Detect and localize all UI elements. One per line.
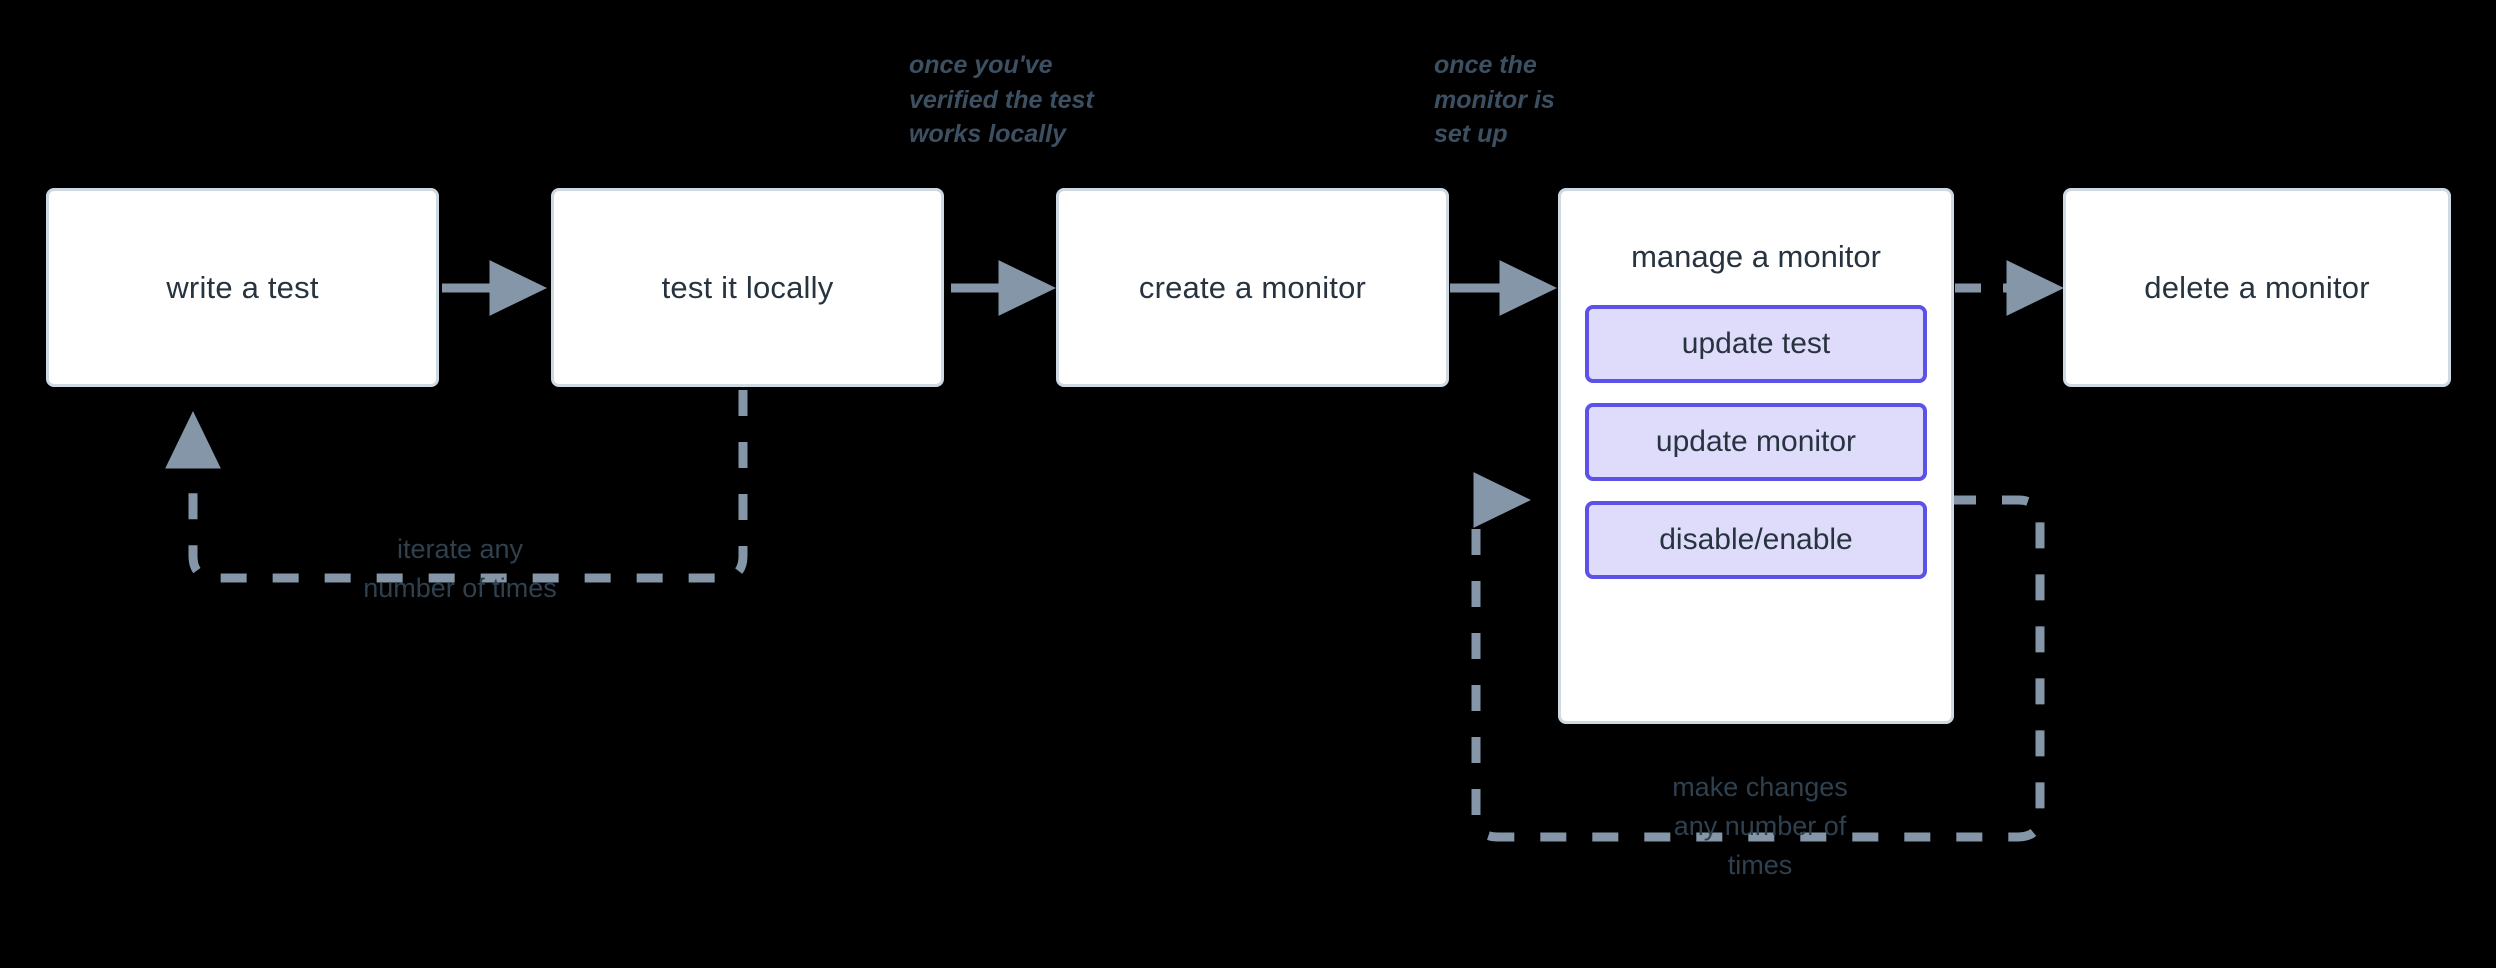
node-manage-a-monitor[interactable]: manage a monitor update test update moni… (1558, 188, 1954, 724)
caption-make-changes-any-number-of-times: make changes any number of times (1672, 772, 1848, 881)
note-once-monitor-set-up: once the monitor is set up (1434, 51, 1555, 148)
subnode-update-test[interactable]: update test (1585, 305, 1927, 383)
node-create-a-monitor[interactable]: create a monitor (1056, 188, 1449, 387)
node-delete-a-monitor[interactable]: delete a monitor (2063, 188, 2451, 387)
node-label-delete-a-monitor: delete a monitor (2144, 269, 2370, 305)
node-label-test-it-locally: test it locally (661, 269, 834, 305)
subnode-disable-enable[interactable]: disable/enable (1585, 501, 1927, 579)
subnode-label-update-monitor: update monitor (1655, 425, 1857, 458)
subnode-label-update-test: update test (1681, 327, 1831, 360)
note-once-verified: once you've verified the test works loca… (909, 51, 1094, 148)
node-label-create-a-monitor: create a monitor (1138, 269, 1367, 305)
node-write-a-test[interactable]: write a test (46, 188, 439, 387)
node-label-manage-a-monitor: manage a monitor (1631, 239, 1881, 274)
node-test-it-locally[interactable]: test it locally (551, 188, 944, 387)
caption-iterate-any-number-of-times: iterate any number of times (363, 534, 557, 604)
subnode-update-monitor[interactable]: update monitor (1585, 403, 1927, 481)
subnode-label-disable-enable: disable/enable (1659, 523, 1853, 556)
node-label-write-a-test: write a test (166, 269, 319, 305)
